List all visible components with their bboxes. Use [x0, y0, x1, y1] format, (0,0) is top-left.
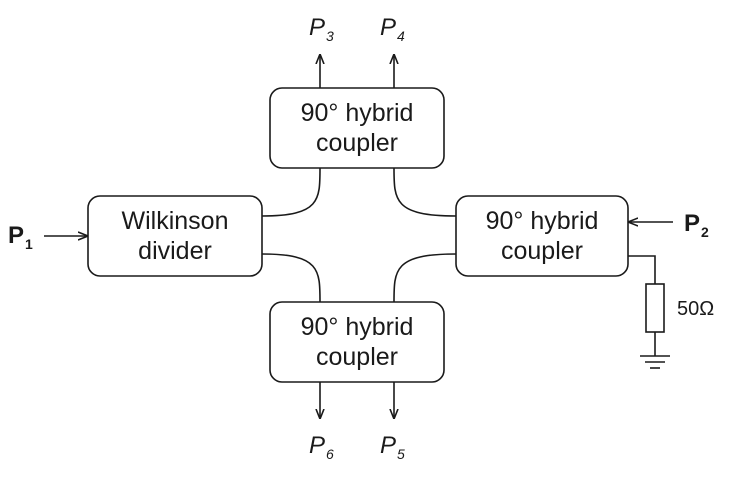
port-p3-label: P3 [309, 14, 334, 44]
port-p6-label: P6 [309, 432, 334, 462]
top-coupler-box [269, 87, 445, 169]
port-p4-label: P4 [380, 14, 405, 44]
resistor-symbol [645, 283, 665, 333]
bottom-coupler-box [269, 301, 445, 383]
link-wilkinson-bottom [261, 253, 321, 303]
resistor-value-label: 50Ω [677, 298, 715, 320]
link-top-wilkinson [261, 167, 321, 217]
wilkinson-box [87, 195, 263, 277]
wilkinson-label: Wilkinson divider [121, 207, 229, 265]
link-top-right [393, 167, 457, 217]
port-p1-label: P1 [8, 222, 33, 252]
port-p2-label: P2 [684, 210, 709, 240]
top-coupler-label: 90° hybrid coupler [300, 99, 414, 157]
termination-wire [628, 255, 656, 284]
right-coupler-label: 90° hybrid coupler [485, 207, 599, 265]
bottom-coupler-label: 90° hybrid coupler [300, 313, 414, 371]
link-right-bottom [393, 253, 457, 303]
right-coupler-box [455, 195, 629, 277]
port-p5-label: P5 [380, 432, 405, 462]
